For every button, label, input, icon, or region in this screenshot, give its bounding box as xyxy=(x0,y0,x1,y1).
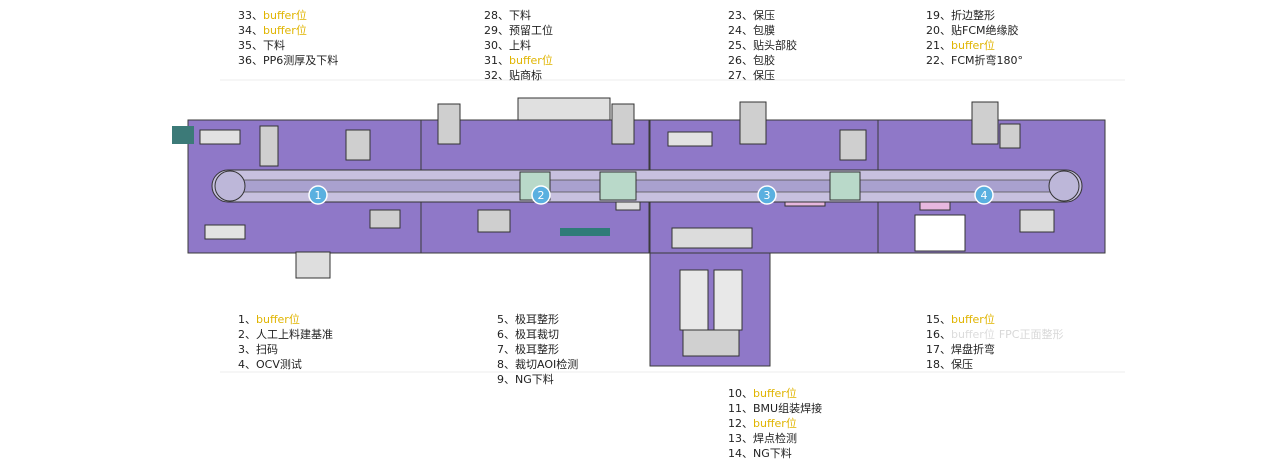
machine-section-3 xyxy=(649,101,879,367)
legend-item: 3、扫码 xyxy=(238,343,278,356)
legend-item: 29、预留工位 xyxy=(484,24,553,37)
legend-item: 26、包胶 xyxy=(728,54,775,67)
legend-item: 18、保压 xyxy=(926,358,973,371)
legend-item: 23、保压 xyxy=(728,9,775,22)
legend-item: 27、保压 xyxy=(728,69,775,82)
legend-item: 2、人工上料建基准 xyxy=(238,328,333,341)
legend-item: 34、buffer位 xyxy=(238,24,307,37)
legend-top-2: 28、下料 29、预留工位 30、上料 31、buffer位 32、贴商标 xyxy=(484,8,553,83)
station-marker-4: 4 xyxy=(974,185,994,205)
legend-item: 14、NG下料 xyxy=(728,447,792,460)
legend-item: 8、裁切AOI检测 xyxy=(497,358,579,371)
legend-item: 10、buffer位 xyxy=(728,387,797,400)
legend-item: 33、buffer位 xyxy=(238,9,307,22)
legend-item: 24、包膜 xyxy=(728,24,775,37)
legend-item: 36、PP6测厚及下料 xyxy=(238,54,339,67)
legend-item: 4、OCV测试 xyxy=(238,358,302,371)
legend-bottom-1: 1、buffer位 2、人工上料建基准 3、扫码 4、OCV测试 xyxy=(238,312,333,372)
legend-item: 19、折边整形 xyxy=(926,9,995,22)
legend-item: 35、下料 xyxy=(238,39,285,52)
legend-bottom-3: 10、buffer位 11、BMU组装焊接 12、buffer位 13、焊点检测… xyxy=(728,386,822,461)
legend-item: 17、焊盘折弯 xyxy=(926,343,995,356)
legend-item: 9、NG下料 xyxy=(497,373,554,386)
legend-item: 22、FCM折弯180° xyxy=(926,54,1023,67)
legend-top-4: 19、折边整形 20、贴FCM绝缘胶 21、buffer位 22、FCM折弯18… xyxy=(926,8,1023,68)
legend-top-3: 23、保压 24、包膜 25、贴头部胶 26、包胶 27、保压 xyxy=(728,8,797,83)
legend-item: 6、极耳裁切 xyxy=(497,328,559,341)
station-marker-3: 3 xyxy=(757,185,777,205)
station-marker-1: 1 xyxy=(308,185,328,205)
main-conveyor xyxy=(211,169,1083,203)
legend-top-1: 33、buffer位 34、buffer位 35、下料 36、PP6测厚及下料 xyxy=(238,8,338,68)
station-label: 3 xyxy=(764,189,771,202)
legend-item: 20、贴FCM绝缘胶 xyxy=(926,24,1019,37)
legend-item: 7、极耳整形 xyxy=(497,343,559,356)
legend-item: 25、贴头部胶 xyxy=(728,39,797,52)
station-label: 4 xyxy=(981,189,988,202)
station-label: 1 xyxy=(315,189,322,202)
legend-item: 30、上料 xyxy=(484,39,531,52)
legend-item: 21、buffer位 xyxy=(926,39,995,52)
station-marker-2: 2 xyxy=(531,185,551,205)
legend-item: 11、BMU组装焊接 xyxy=(728,402,823,415)
legend-item: 13、焊点检测 xyxy=(728,432,797,445)
station-label: 2 xyxy=(538,189,545,202)
legend-item: 28、下料 xyxy=(484,9,531,22)
legend-item: 15、buffer位 xyxy=(926,313,995,326)
legend-bottom-2: 5、极耳整形 6、极耳裁切 7、极耳整形 8、裁切AOI检测 9、NG下料 xyxy=(497,312,578,387)
legend-item: 31、buffer位 xyxy=(484,54,553,67)
legend-item: 32、贴商标 xyxy=(484,69,542,82)
legend-item: 12、buffer位 xyxy=(728,417,797,430)
legend-item: 1、buffer位 xyxy=(238,313,300,326)
legend-item: 5、极耳整形 xyxy=(497,313,559,326)
